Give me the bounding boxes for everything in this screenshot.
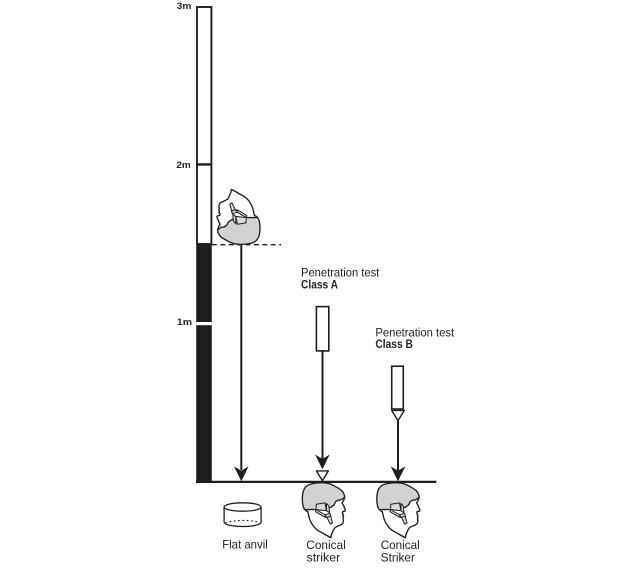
svg-text:2m: 2m [176,160,190,170]
svg-text:Penetration test: Penetration test [375,326,454,340]
svg-text:1m: 1m [177,317,192,327]
svg-text:Striker: Striker [381,551,415,565]
svg-text:Conical: Conical [306,538,345,552]
svg-text:Flat anvil: Flat anvil [222,537,268,551]
svg-text:3m: 3m [177,1,192,11]
svg-text:Class A: Class A [301,277,338,291]
svg-text:Conical: Conical [381,538,420,552]
svg-text:striker: striker [307,551,341,565]
svg-text:Penetration test: Penetration test [301,265,380,279]
svg-text:Class B: Class B [375,337,413,351]
